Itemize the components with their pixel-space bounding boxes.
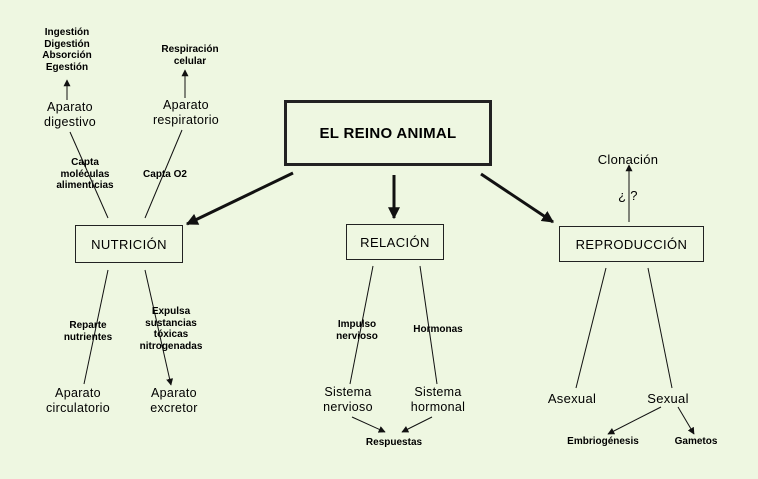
question-marks: ¿ ? <box>618 188 638 203</box>
aparato-excretor: Aparato excretor <box>150 386 198 415</box>
relacion-box: RELACIÓN <box>346 224 444 260</box>
line-nutricion-respiratorio <box>144 129 183 219</box>
clonacion: Clonación <box>597 152 659 167</box>
sistema-nervioso: Sistema nervioso <box>323 385 373 414</box>
hormonas-label: Hormonas <box>413 324 463 335</box>
arrow-nervioso-respuestas <box>351 416 386 433</box>
main-title-box: EL REINO ANIMAL <box>284 100 492 166</box>
arrow-hormonal-respuestas <box>401 416 433 433</box>
expulsa-sustancias-label: Expulsa sustancias tóxicas nitrogenadas <box>139 306 203 352</box>
arrow-nutricion-excretor <box>144 269 174 386</box>
main-title: EL REINO ANIMAL <box>319 124 457 142</box>
nutricion-label: NUTRICIÓN <box>91 236 167 252</box>
gametos: Gametos <box>674 436 718 447</box>
arrow-to-reproduccion <box>480 172 554 224</box>
aparato-circulatorio: Aparato circulatorio <box>45 386 111 415</box>
relacion-label: RELACIÓN <box>360 234 430 250</box>
capta-o2-label: Capta O2 <box>143 169 187 180</box>
impulso-nervioso-label: Impulso nervioso <box>336 319 378 342</box>
arrow-sexual-gametos <box>677 406 695 435</box>
line-relacion-hormonal <box>419 265 438 385</box>
aparato-digestivo: Aparato digestivo <box>43 100 97 129</box>
respiracion-celular: Respiración celular <box>161 44 219 67</box>
line-nutricion-circulatorio <box>83 269 109 385</box>
sistema-hormonal: Sistema hormonal <box>410 385 466 414</box>
arrow-sexual-embriogenesis <box>607 406 662 435</box>
arrow-to-nutricion <box>185 171 294 226</box>
sexual: Sexual <box>647 391 689 406</box>
line-reproduccion-sexual <box>647 267 673 389</box>
line-relacion-nervioso <box>349 265 374 385</box>
line-nutricion-digestivo <box>69 131 109 219</box>
nutricion-box: NUTRICIÓN <box>75 225 183 263</box>
digestive-functions: Ingestión Digestión Absorción Egestión <box>42 27 92 73</box>
reproduccion-label: REPRODUCCIÓN <box>575 236 688 252</box>
line-reproduccion-asexual <box>575 267 607 389</box>
embriogenesis: Embriogénesis <box>567 436 639 447</box>
capta-moleculas-label: Capta moléculas alimenticias <box>56 157 114 191</box>
respuestas: Respuestas <box>365 437 423 448</box>
reparte-nutrientes-label: Reparte nutrientes <box>63 320 113 343</box>
asexual: Asexual <box>547 391 597 406</box>
aparato-respiratorio: Aparato respiratorio <box>152 98 220 127</box>
reproduccion-box: REPRODUCCIÓN <box>559 226 704 262</box>
